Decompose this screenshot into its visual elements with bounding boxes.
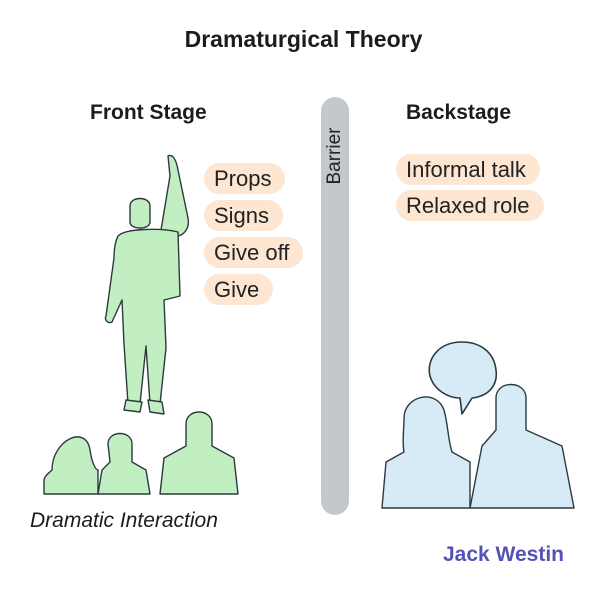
backstage-item: Relaxed role xyxy=(396,190,544,221)
conversing-couple-figures xyxy=(381,383,575,509)
performer-figure xyxy=(104,154,190,415)
audience-figures xyxy=(43,411,239,495)
front-stage-heading: Front Stage xyxy=(90,101,207,124)
backstage-heading: Backstage xyxy=(406,101,512,124)
front-stage-caption: Dramatic Interaction xyxy=(30,509,218,532)
brand-logo-text: Jack Westin xyxy=(443,543,565,566)
barrier-label: Barrier xyxy=(324,127,345,185)
speech-bubble-icon xyxy=(428,341,498,415)
backstage-item: Informal talk xyxy=(396,154,540,185)
front-stage-item: Give off xyxy=(204,237,304,268)
diagram-title: Dramaturgical Theory xyxy=(184,26,423,52)
barrier-bar xyxy=(321,97,349,515)
front-stage-item: Props xyxy=(204,163,286,194)
front-stage-item: Give xyxy=(204,274,274,305)
front-stage-item: Signs xyxy=(204,200,284,231)
